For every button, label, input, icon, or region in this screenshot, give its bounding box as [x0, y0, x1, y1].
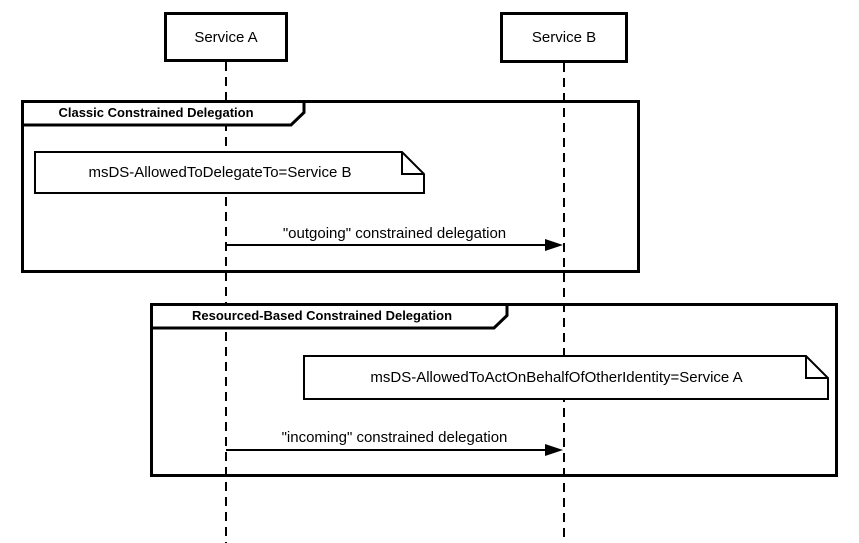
fragment-label-shape: [150, 303, 509, 330]
participant-service-b: Service B: [500, 12, 628, 63]
participant-service-b-label: Service B: [531, 29, 597, 46]
fragment-label: Resourced-Based Constrained Delegation: [191, 308, 453, 323]
fragment-classic-constrained-delegation: [21, 100, 640, 273]
fragment-label-shape: [21, 100, 306, 127]
note-fold-icon: [401, 152, 424, 175]
fragment-label: Classic Constrained Delegation: [58, 105, 254, 120]
note-msds-allowedtodelegateto: msDS-AllowedToDelegateTo=Service B: [88, 163, 352, 181]
arrowhead-icon: [545, 444, 563, 456]
participant-service-a-label: Service A: [194, 28, 258, 46]
note-shape: [303, 355, 829, 400]
message-outgoing-label: "outgoing" constrained delegation: [282, 225, 507, 242]
arrowhead-icon: [545, 239, 563, 251]
lifeline-service-a: [225, 62, 227, 543]
message-incoming-arrow: [226, 444, 563, 456]
message-incoming-label: "incoming" constrained delegation: [281, 429, 508, 446]
note-shape: [34, 151, 425, 194]
participant-service-a: Service A: [164, 12, 288, 62]
note-msds-allowedtoactonbehalf: msDS-AllowedToActOnBehalfOfOtherIdentity…: [370, 368, 743, 386]
note-fold-icon: [805, 356, 828, 379]
message-outgoing-arrow: [226, 239, 563, 251]
